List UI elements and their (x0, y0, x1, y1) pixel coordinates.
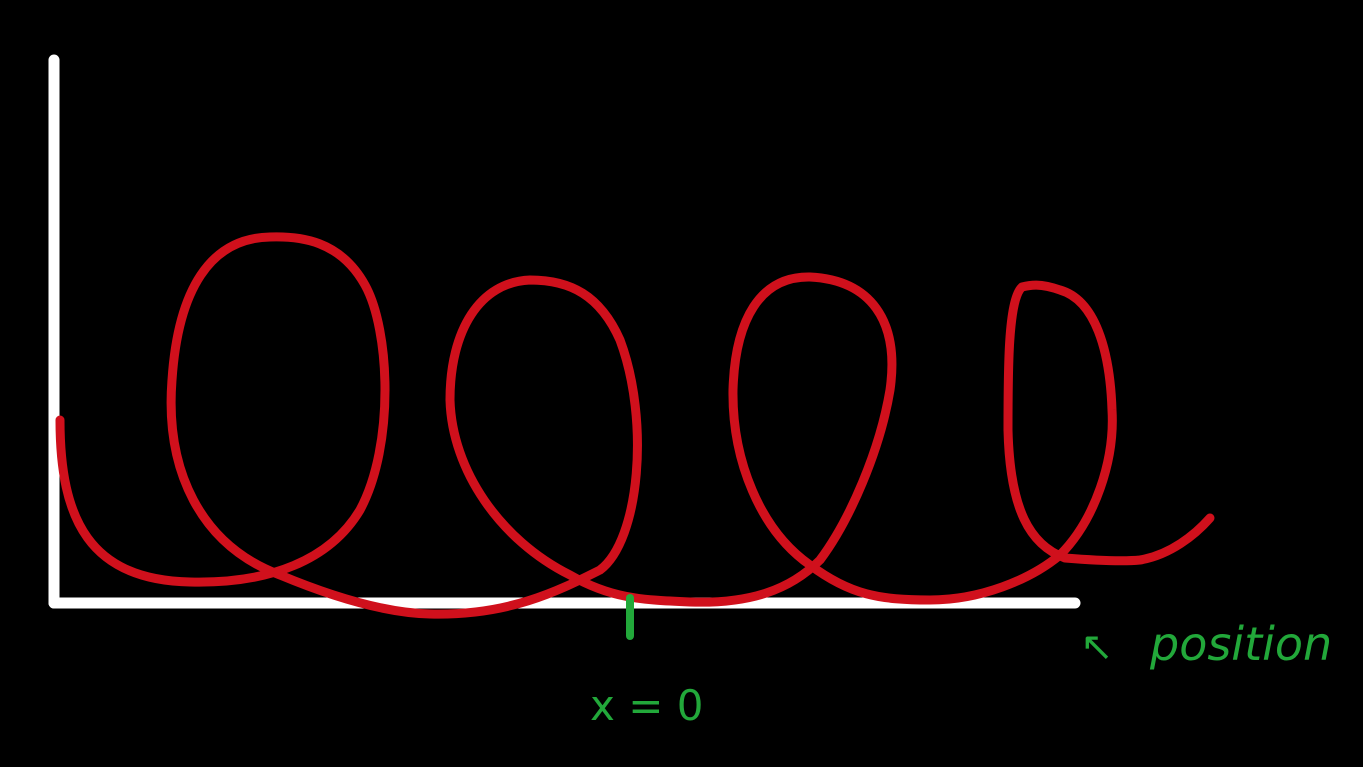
axis-label-position: position (1149, 617, 1332, 671)
looping-curve (55, 232, 1215, 619)
origin-label: x = 0 (590, 681, 703, 730)
axis-pointer-arrow-icon: ↖ (1080, 624, 1114, 670)
